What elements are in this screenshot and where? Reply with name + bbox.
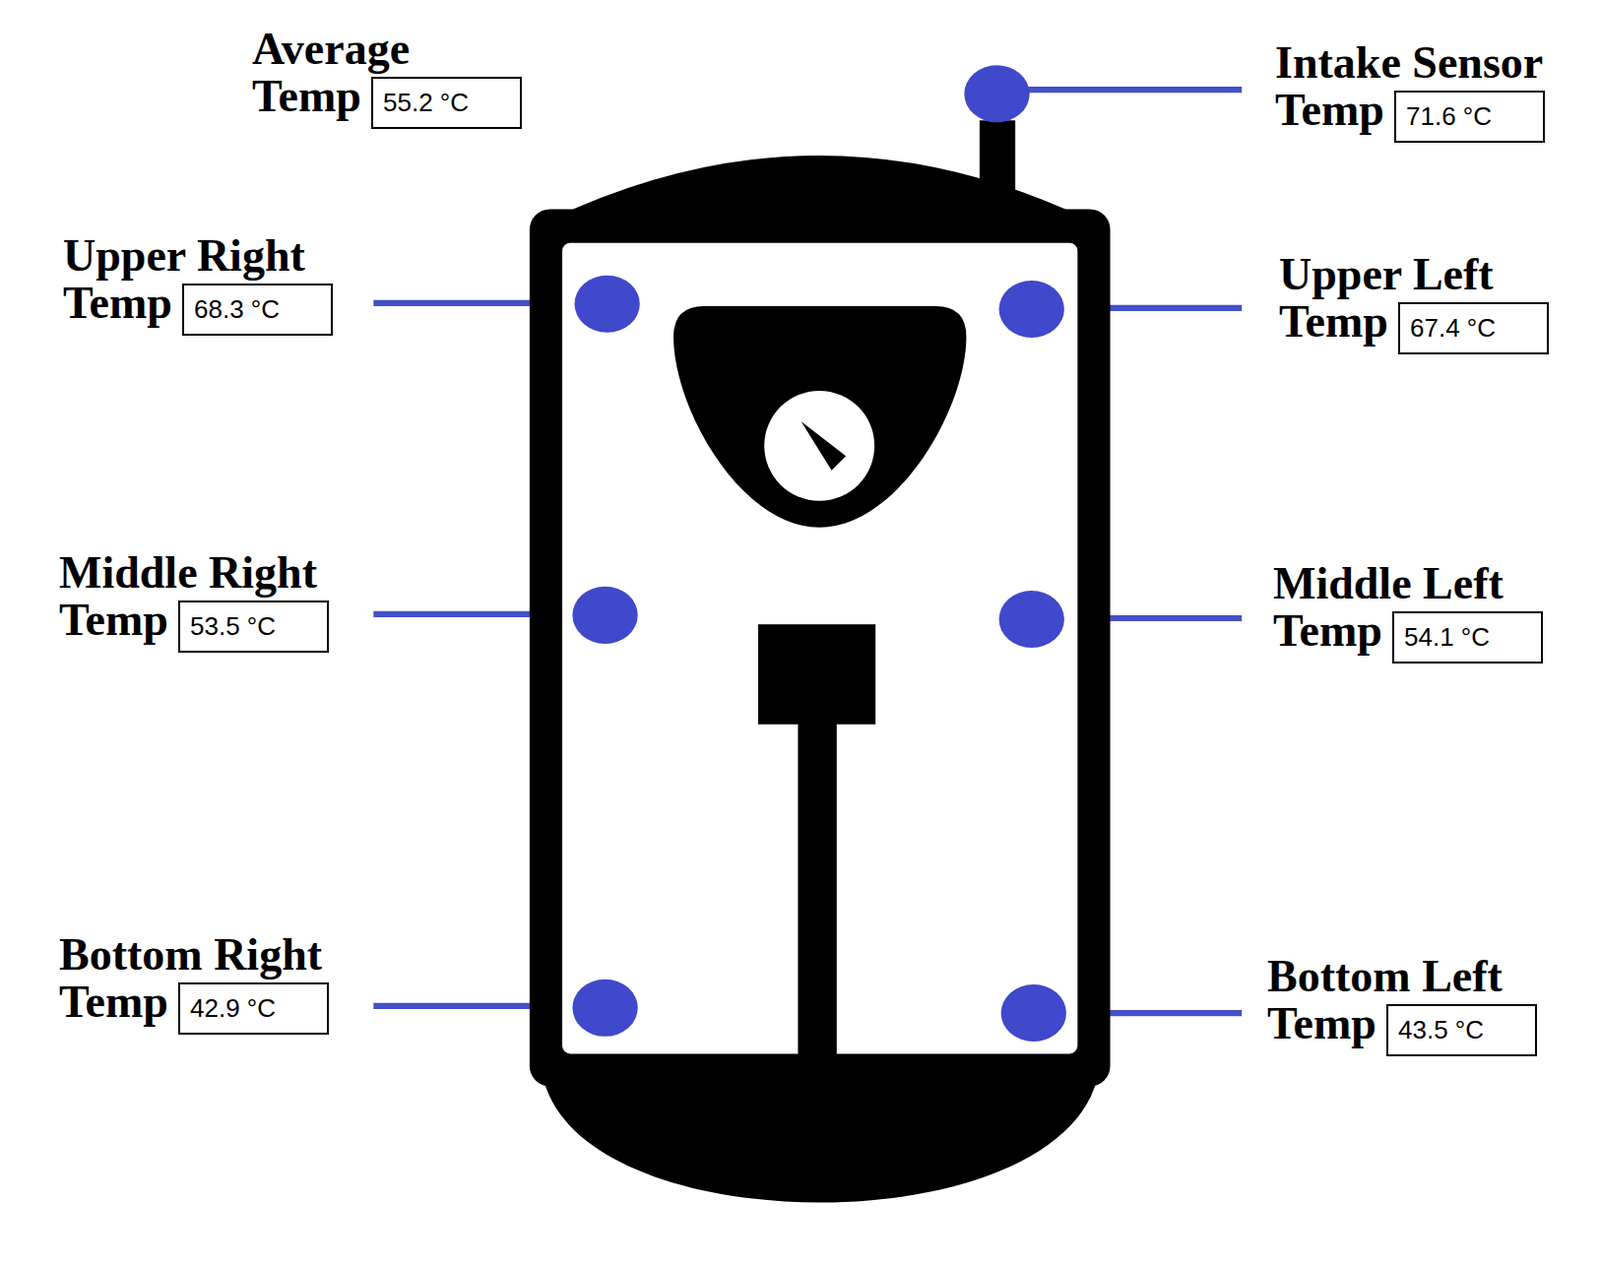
sensor-dot bbox=[963, 64, 1029, 123]
gauge-housing bbox=[673, 306, 966, 528]
tank-shell bbox=[529, 208, 1111, 1087]
sensor-dots bbox=[572, 64, 1067, 1042]
temperature-value: 42.9 °C bbox=[178, 982, 329, 1035]
element-rod bbox=[797, 719, 836, 1062]
element-head bbox=[758, 624, 876, 725]
gauge-needle bbox=[801, 421, 847, 471]
sensor-dot bbox=[572, 586, 638, 644]
sensor-readout: Intake Sensor Temp71.6 °C bbox=[1275, 39, 1571, 134]
sensor-dot bbox=[999, 280, 1065, 338]
temperature-value: 67.4 °C bbox=[1398, 302, 1549, 355]
temperature-value: 55.2 °C bbox=[371, 76, 522, 129]
sensor-readout: Middle Right Temp53.5 °C bbox=[59, 549, 345, 644]
leader-line bbox=[997, 86, 1243, 93]
sensor-readout: Bottom Right Temp42.9 °C bbox=[59, 931, 350, 1026]
temperature-value: 71.6 °C bbox=[1394, 90, 1545, 143]
temperature-value: 53.5 °C bbox=[178, 600, 329, 653]
sensor-readout: Bottom Left Temp43.5 °C bbox=[1267, 953, 1531, 1048]
temperature-value: 43.5 °C bbox=[1386, 1004, 1537, 1057]
sensor-readout: Upper Left Temp67.4 °C bbox=[1279, 251, 1521, 346]
sensor-dot bbox=[999, 590, 1065, 648]
sensor-dot bbox=[1001, 984, 1067, 1042]
sensor-readout: Upper Right Temp68.3 °C bbox=[63, 232, 334, 327]
temperature-value: 54.1 °C bbox=[1392, 611, 1543, 664]
sensor-dot bbox=[574, 275, 640, 333]
sensor-readout: Average Temp55.2 °C bbox=[252, 25, 440, 121]
sensor-dot bbox=[572, 979, 638, 1037]
gauge-dial bbox=[764, 390, 875, 502]
temperature-value: 68.3 °C bbox=[182, 283, 333, 336]
sensor-readout: Middle Left Temp54.1 °C bbox=[1273, 560, 1532, 655]
